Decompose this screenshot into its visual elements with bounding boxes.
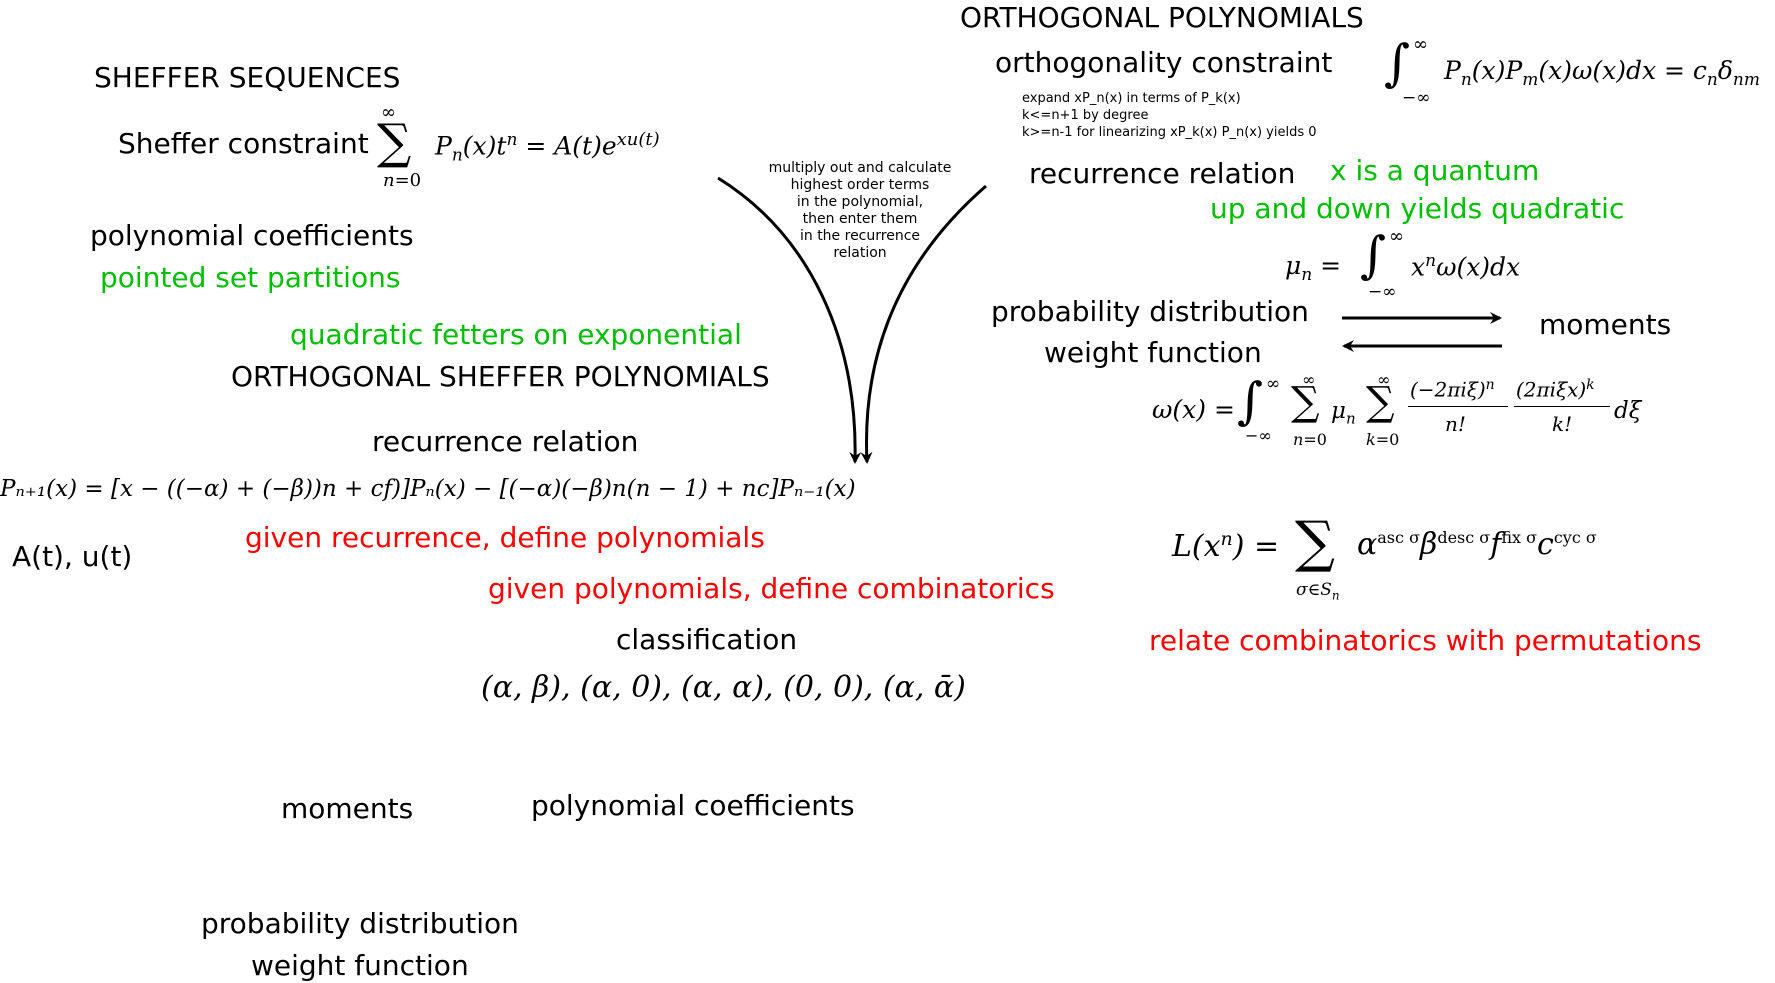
merge-note: multiply out and calculate highest order…: [760, 160, 960, 262]
classification-formula: (α, β), (α, 0), (α, α), (0, 0), (α, ᾱ): [481, 670, 966, 705]
bottom-moments: moments: [281, 792, 414, 825]
orthogonal-sheffer-heading: ORTHOGONAL SHEFFER POLYNOMIALS: [231, 360, 770, 393]
sheffer-poly-coeff: polynomial coefficients: [90, 219, 414, 252]
merge-arrow-left: [717, 176, 862, 464]
orthogonal-heading: ORTHOGONAL POLYNOMIALS: [960, 1, 1364, 34]
expand-note: expand xP_n(x) in terms of P_k(x): [1022, 91, 1241, 106]
expand-note: k<=n+1 by degree: [1022, 108, 1149, 123]
recurrence-formula: Pₙ₊₁(x) = [x − ((−α) + (−β))n + cf)]Pₙ(x…: [0, 476, 856, 502]
merge-note-line: relation: [833, 245, 887, 261]
quantum-note: x is a quantum: [1330, 154, 1540, 187]
middle-recurrence-label: recurrence relation: [372, 425, 639, 458]
given-polynomials: given polynomials, define combinatorics: [488, 572, 1055, 605]
at-ut-label: A(t), u(t): [12, 540, 133, 573]
right-recurrence-label: recurrence relation: [1029, 157, 1296, 190]
relate-combinatorics: relate combinatorics with permutations: [1149, 624, 1702, 657]
pointed-set-partitions: pointed set partitions: [100, 261, 401, 294]
merge-note-line: highest order terms: [790, 177, 930, 193]
quadratic-fetters: quadratic fetters on exponential: [290, 318, 742, 351]
merge-arrow-right: [860, 184, 987, 464]
up-down-note: up and down yields quadratic: [1210, 192, 1625, 225]
merge-note-line: then enter them: [802, 211, 918, 227]
classification-label: classification: [616, 623, 798, 656]
right-prob-dist: probability distribution: [991, 295, 1309, 328]
merge-note-line: multiply out and calculate: [768, 160, 952, 176]
right-moments: moments: [1539, 308, 1672, 341]
merge-note-line: in the polynomial,: [796, 194, 924, 210]
sheffer-heading: SHEFFER SEQUENCES: [94, 61, 401, 94]
merge-note-line: in the recurrence: [799, 228, 921, 244]
bottom-poly-coeff: polynomial coefficients: [531, 789, 855, 822]
right-weight-func: weight function: [1044, 336, 1262, 369]
given-recurrence: given recurrence, define polynomials: [245, 521, 765, 554]
expand-notes: expand xP_n(x) in terms of P_k(x) k<=n+1…: [1022, 90, 1317, 141]
orthogonality-constraint-label: orthogonality constraint: [995, 46, 1333, 79]
sheffer-constraint-label: Sheffer constraint: [118, 127, 369, 160]
bottom-prob-dist: probability distribution: [201, 907, 519, 940]
bottom-weight-func: weight function: [251, 949, 469, 982]
expand-note: k>=n-1 for linearizing xP_k(x) P_n(x) yi…: [1022, 125, 1317, 140]
